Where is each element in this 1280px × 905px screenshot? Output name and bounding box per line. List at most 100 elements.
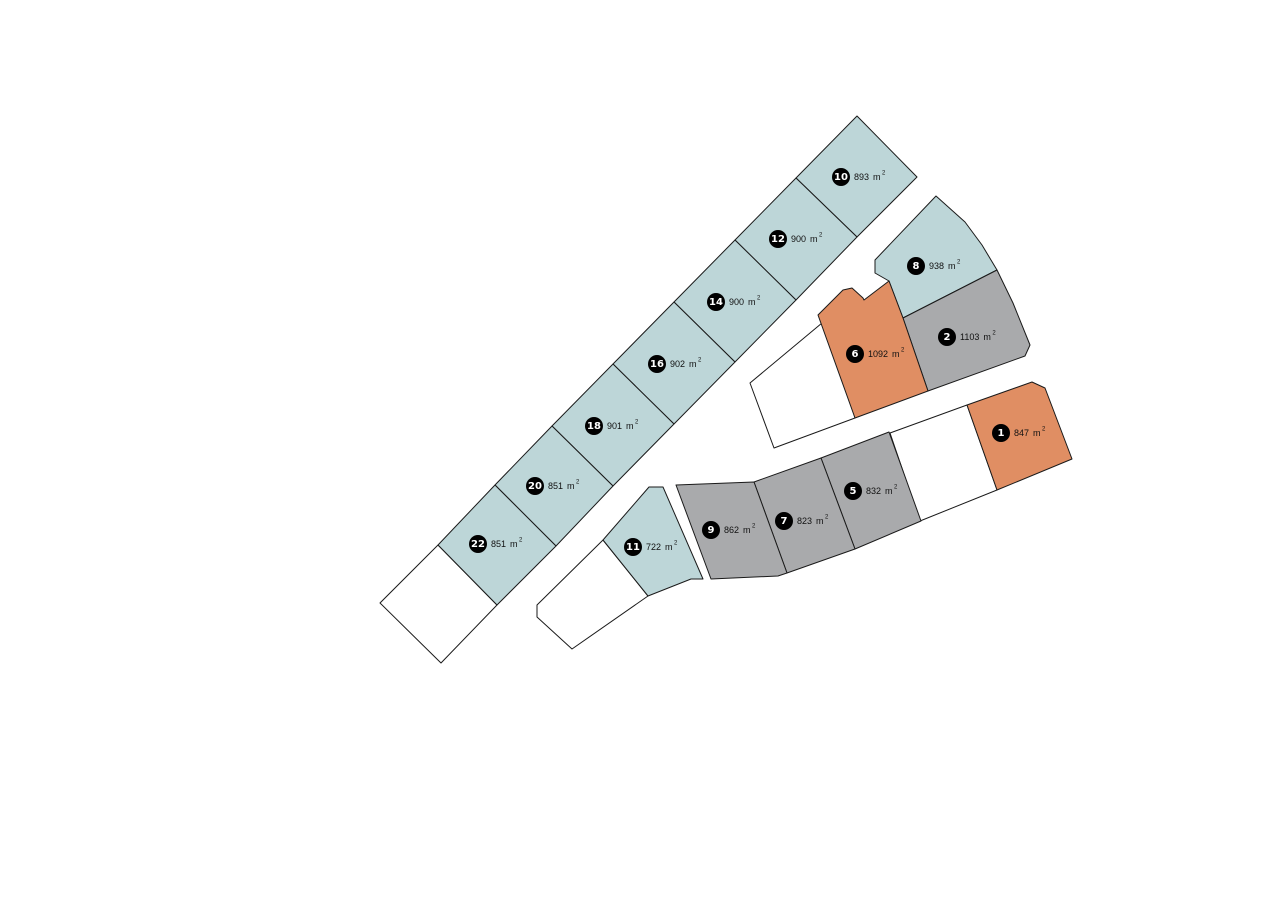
plot-number-badge	[775, 512, 793, 530]
plot-area-label: 1092 m	[868, 349, 900, 359]
plot-number: 20	[528, 481, 542, 492]
plot-area-unit-superscript: 2	[882, 171, 886, 177]
plot-6-parcel[interactable]	[817, 280, 929, 419]
plot-9-parcel[interactable]	[675, 481, 788, 580]
plot-22-parcel[interactable]	[437, 484, 557, 606]
plot-area-unit-superscript: 2	[819, 233, 823, 239]
plot-1-parcel[interactable]	[966, 381, 1073, 491]
plot-area-unit: m	[873, 172, 881, 182]
plot-area-label: 823 m	[797, 516, 824, 526]
plot-area-unit: m	[665, 542, 673, 552]
plot-area-unit-superscript: 2	[957, 260, 961, 266]
plot-area-value: 902	[670, 359, 685, 369]
plot-area-unit: m	[510, 539, 518, 549]
plot-area-value: 938	[929, 261, 944, 271]
plot-number: 16	[650, 359, 664, 370]
plot-area-value: 862	[724, 525, 739, 535]
plot-area-unit-superscript: 2	[635, 420, 639, 426]
plot-area-label: 900 m	[729, 297, 756, 307]
plot-number-badge	[992, 424, 1010, 442]
plot-number-badge	[907, 257, 925, 275]
plot-area-value: 900	[729, 297, 744, 307]
plot-number: 6	[852, 349, 859, 360]
plot-area-value: 901	[607, 421, 622, 431]
plot-number: 11	[626, 542, 640, 553]
plot-area-label: 902 m	[670, 359, 697, 369]
plot-area-label: 901 m	[607, 421, 634, 431]
plot-area-unit-superscript: 2	[992, 331, 996, 337]
plot-area-unit-superscript: 2	[674, 541, 678, 547]
plot-area-label: 893 m	[854, 172, 881, 182]
plot-area-unit: m	[816, 516, 824, 526]
plot-area-unit: m	[626, 421, 634, 431]
plot-area-unit-superscript: 2	[519, 538, 523, 544]
plot-area-label: 900 m	[791, 234, 818, 244]
plot-number-badge	[624, 538, 642, 556]
plot-area-value: 851	[491, 539, 506, 549]
common-area-southwest	[536, 539, 649, 650]
plot-area-value: 823	[797, 516, 812, 526]
plot-area-value: 1092	[868, 349, 888, 359]
plot-area-unit-superscript: 2	[1042, 427, 1046, 433]
plot-area-unit: m	[1033, 428, 1041, 438]
plot-number-badge	[702, 521, 720, 539]
plot-area-unit: m	[948, 261, 956, 271]
plot-number-badge	[769, 230, 787, 248]
plot-number: 12	[771, 234, 785, 245]
plot-number: 1	[998, 428, 1005, 439]
plot-area-value: 900	[791, 234, 806, 244]
plot-area-unit: m	[689, 359, 697, 369]
plot-area-label: 862 m	[724, 525, 751, 535]
plot-area-unit: m	[743, 525, 751, 535]
plot-number-badge	[707, 293, 725, 311]
plot-area-unit: m	[885, 486, 893, 496]
plot-area-label: 847 m	[1014, 428, 1041, 438]
plot-area-unit-superscript: 2	[825, 515, 829, 521]
plot-area-value: 1103	[960, 332, 979, 342]
plot-area-unit: m	[892, 349, 900, 359]
plot-area-label: 851 m	[491, 539, 518, 549]
plot-area-unit-superscript: 2	[894, 485, 898, 491]
plot-area-label: 832 m	[866, 486, 893, 496]
plot-area-value: 893	[854, 172, 869, 182]
plot-area-value: 832	[866, 486, 881, 496]
plot-number: 22	[471, 539, 485, 550]
plot-number-badge	[648, 355, 666, 373]
plot-area-label: 938 m	[929, 261, 956, 271]
plot-area-unit: m	[810, 234, 818, 244]
plot-number-badge	[585, 417, 603, 435]
plot-number: 8	[913, 261, 920, 272]
plot-number-badge	[469, 535, 487, 553]
plot-number-badge	[844, 482, 862, 500]
plot-number-badge	[526, 477, 544, 495]
plot-11-parcel[interactable]	[602, 486, 704, 597]
plot-area-unit: m	[983, 332, 991, 342]
plot-number-badge	[846, 345, 864, 363]
plot-area-label: 1103 m	[960, 332, 991, 342]
plot-area-value: 847	[1014, 428, 1029, 438]
plot-area-unit-superscript: 2	[757, 296, 761, 302]
plot-number: 9	[708, 525, 715, 536]
plot-number-badge	[832, 168, 850, 186]
plot-area-unit-superscript: 2	[901, 348, 905, 354]
plot-number: 2	[944, 332, 951, 343]
plot-number-badge	[938, 328, 956, 346]
plot-number: 10	[834, 172, 848, 183]
plot-area-unit-superscript: 2	[698, 358, 702, 364]
plot-number: 14	[709, 297, 723, 308]
plot-area-unit: m	[748, 297, 756, 307]
plot-number: 5	[850, 486, 857, 497]
plot-area-unit-superscript: 2	[752, 524, 756, 530]
plot-area-unit-superscript: 2	[576, 480, 580, 486]
plot-area-unit: m	[567, 481, 575, 491]
